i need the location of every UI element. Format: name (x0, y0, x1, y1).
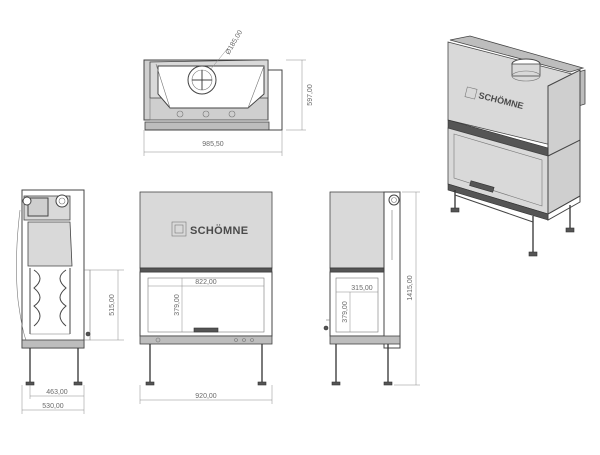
dim-total-width-920: 920,00 (195, 393, 217, 400)
dim-depth-597: 597,00 (307, 84, 314, 106)
side-view-baffle (27, 221, 73, 267)
right-view: 315,00 379,00 1415,00 (323, 191, 420, 386)
side-view: 515,00 463,00 530,00 (16, 189, 124, 414)
front-view: SCHÖMNE 822,00 379,00 920,00 (139, 191, 273, 404)
dim-height-515: 515,00 (109, 294, 116, 316)
top-view: 985,50 597,00 Ø185,00 (143, 29, 314, 156)
dim-glass-height-379-right: 379,00 (342, 301, 349, 323)
front-view-glass-frame (139, 271, 273, 337)
dim-glass-width-822: 822,00 (195, 279, 217, 286)
right-view-glass-frame (329, 271, 385, 337)
dim-flue-diameter: Ø185,00 (225, 29, 245, 56)
front-logo: SCHÖMNE (190, 224, 248, 237)
dim-glass-height-379: 379,00 (174, 294, 181, 316)
front-view-upper-panel (139, 191, 273, 269)
dim-width-985: 985,50 (202, 141, 224, 148)
right-view-upper-panel (329, 191, 385, 269)
right-view-glass (335, 277, 379, 333)
top-view-frame (144, 121, 270, 131)
dim-glass-width-315: 315,00 (351, 285, 373, 292)
front-view-handle (193, 327, 219, 333)
dim-depth-530: 530,00 (42, 403, 64, 410)
dim-total-height-1415: 1415,00 (407, 275, 414, 300)
dim-depth-463: 463,00 (46, 389, 68, 396)
isometric-view: SCHÖMNE (447, 35, 586, 257)
